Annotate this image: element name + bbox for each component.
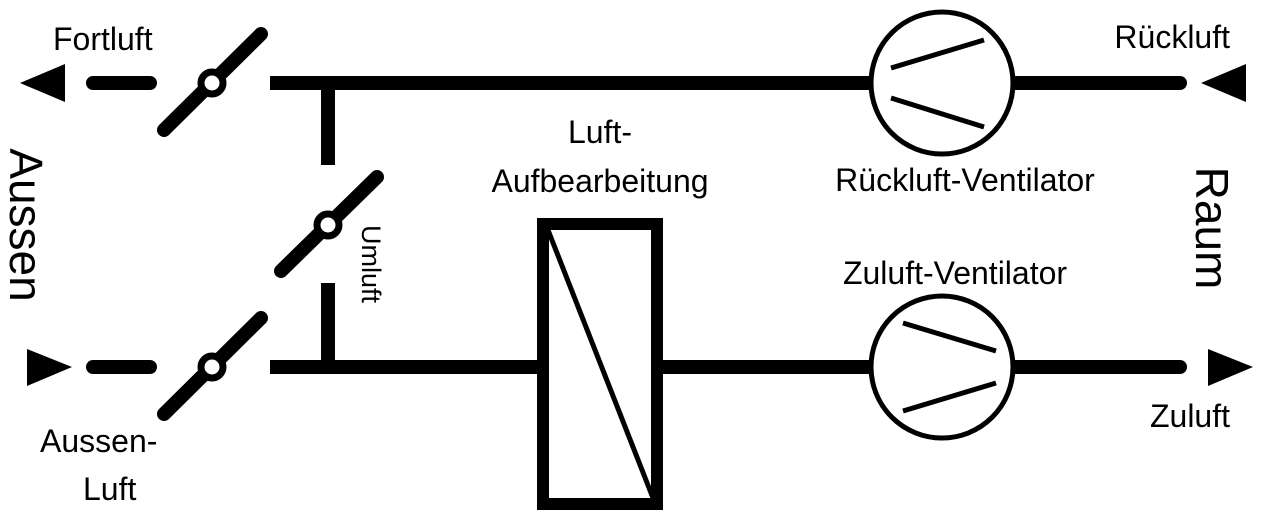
fortluft-label: Fortluft [53, 21, 153, 57]
umluft-label: Umluft [356, 225, 386, 304]
aussen-label: Aussen [0, 148, 52, 301]
air-treatment-diagonal [545, 229, 656, 499]
return-fan-blade-bottom [890, 95, 985, 130]
fortluft-damper-pivot [197, 68, 227, 98]
rueckluft-ventilator-label: Rückluft-Ventilator [835, 162, 1095, 198]
supply-fan-blade-bottom [902, 380, 997, 414]
supply-fan-blade-top [902, 320, 997, 354]
aussenluft-damper-pivot [197, 352, 227, 382]
raum-label: Raum [1186, 167, 1238, 290]
rueckluft-label: Rückluft [1114, 19, 1230, 55]
aussenluft-arrow-icon [27, 349, 72, 386]
luftaufbereitung-label-line1: Luft- [568, 114, 632, 150]
luftaufbereitung-label-line2: Aufbearbeitung [491, 163, 708, 199]
return-fan-blade-top [890, 37, 985, 71]
aussen-luft-label-line1: Aussen- [40, 423, 157, 459]
rueckluft-arrow-icon [1201, 64, 1246, 102]
return-fan-icon [868, 9, 1016, 157]
zuluft-arrow-icon [1208, 349, 1253, 386]
zuluft-label: Zuluft [1150, 398, 1230, 434]
umluft-damper-pivot [313, 210, 343, 240]
aussen-luft-label-line2: Luft [83, 471, 136, 507]
fortluft-arrow-icon [20, 64, 65, 102]
zuluft-ventilator-label: Zuluft-Ventilator [843, 255, 1067, 291]
supply-fan-icon [868, 293, 1016, 441]
